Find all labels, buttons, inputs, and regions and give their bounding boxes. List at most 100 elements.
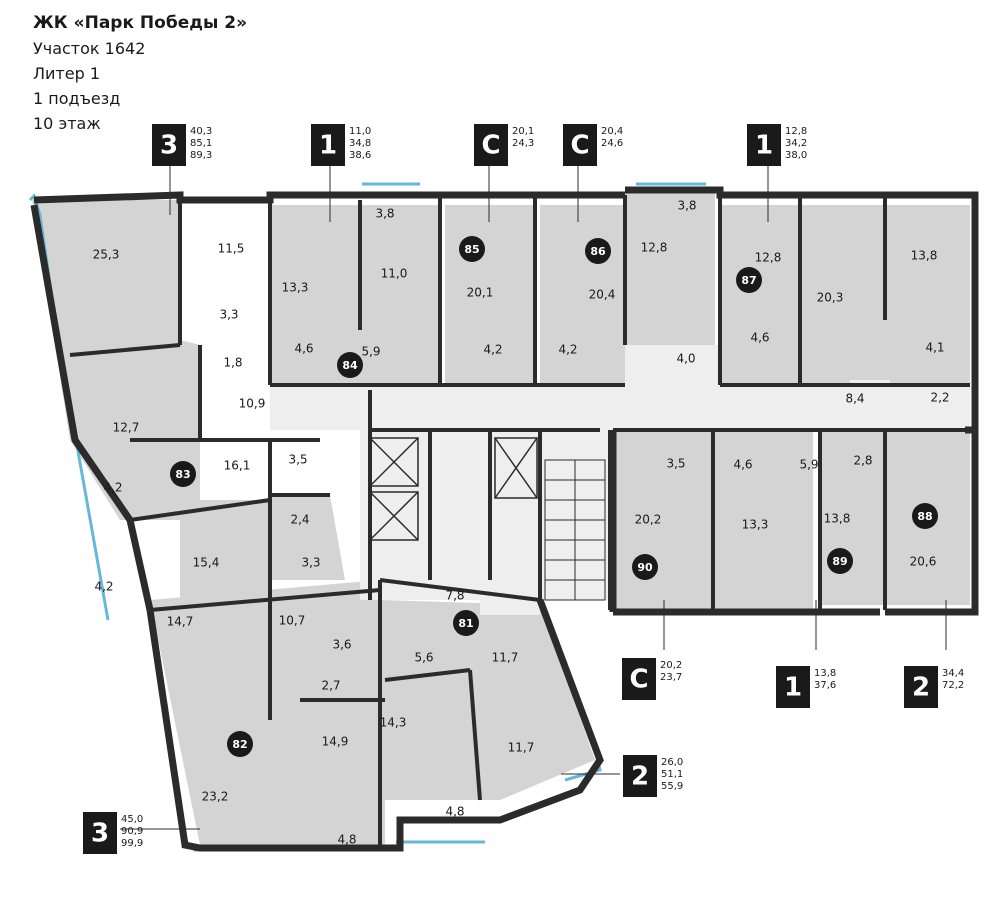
- room-area-label: 3,3: [219, 308, 238, 322]
- apartment-badges: 84 85 86 87 83 90 89 88 81 82: [170, 236, 938, 757]
- type-letter: 3: [91, 819, 109, 849]
- type-badge-box: [776, 666, 810, 708]
- plot-label: Участок 1642: [33, 39, 146, 58]
- room-labels: 25,3 11,5 13,3 3,8 11,0 3,3 4,6 1,8 5,9 20,1 20,4 4…: [93, 199, 950, 847]
- type-letter: 1: [319, 131, 337, 161]
- apartment-badge-83[interactable]: 83: [170, 461, 196, 487]
- room-area-label: 11,0: [381, 267, 408, 281]
- type-badge-box: [747, 124, 781, 166]
- type-badge-box: [623, 755, 657, 797]
- type-letter: 3: [160, 131, 178, 161]
- apartment-badge-circle: [912, 503, 938, 529]
- type-badge-box: [563, 124, 597, 166]
- type-letter: 1: [784, 673, 802, 703]
- room-area-label: 16,1: [224, 459, 251, 473]
- room-area-label: 5,9: [799, 458, 818, 472]
- room-area-label: 4,2: [103, 481, 122, 495]
- common-fills: [270, 345, 970, 615]
- interior-walls: [69, 195, 975, 845]
- apartment-number: 89: [832, 555, 847, 568]
- type-badge-box: [622, 658, 656, 700]
- room-area-label: 20,4: [589, 288, 616, 302]
- apartment-number: 84: [342, 359, 358, 372]
- apartment-badge-89[interactable]: 89: [827, 548, 853, 574]
- apartment-badge-85[interactable]: 85: [459, 236, 485, 262]
- room-area-label: 14,3: [380, 716, 407, 730]
- room-area-label: 3,5: [288, 453, 307, 467]
- apartment-type-marker: 1 13,837,6: [776, 666, 836, 708]
- apartment-number: 85: [464, 243, 479, 256]
- apartment-badge-87[interactable]: 87: [736, 267, 762, 293]
- type-area-value: 11,0: [349, 126, 371, 137]
- room-area-label: 13,3: [742, 518, 769, 532]
- type-area-value: 12,8: [785, 126, 807, 137]
- type-area-value: 38,0: [785, 150, 807, 161]
- room-area-label: 23,2: [202, 790, 229, 804]
- room-area-label: 4,2: [94, 580, 113, 594]
- type-badge-box: [311, 124, 345, 166]
- type-area-value: 34,8: [349, 138, 371, 149]
- apartment-number: 88: [917, 510, 932, 523]
- apartment-number: 82: [232, 738, 247, 751]
- room-area-label: 2,4: [290, 513, 309, 527]
- room-area-label: 15,4: [193, 556, 220, 570]
- apartment-number: 90: [637, 561, 653, 574]
- room-area-label: 3,6: [332, 638, 351, 652]
- apartment-badge-86[interactable]: 86: [585, 238, 611, 264]
- room-area-label: 25,3: [93, 248, 120, 262]
- apartment-badge-82[interactable]: 82: [227, 731, 253, 757]
- apartment-badge-circle: [736, 267, 762, 293]
- type-area-value: 55,9: [661, 781, 683, 792]
- room-area-label: 12,8: [755, 251, 782, 265]
- room-area-label: 10,7: [279, 614, 306, 628]
- room-area-label: 20,3: [817, 291, 844, 305]
- type-leaders: [120, 166, 947, 830]
- room-area-label: 20,1: [467, 286, 494, 300]
- room-area-label: 3,5: [666, 457, 685, 471]
- apartment-badge-circle: [227, 731, 253, 757]
- apartment-badge-81[interactable]: 81: [453, 610, 479, 636]
- type-area-value: 34,4: [942, 668, 964, 679]
- room-area-label: 11,7: [492, 651, 519, 665]
- type-area-value: 85,1: [190, 138, 212, 149]
- type-area-value: 40,3: [190, 126, 212, 137]
- room-area-label: 1,8: [223, 356, 242, 370]
- room-area-label: 7,8: [445, 589, 464, 603]
- room-area-label: 12,8: [641, 241, 668, 255]
- room-area-label: 2,2: [930, 391, 949, 405]
- apartment-number: 86: [590, 245, 606, 258]
- type-area-value: 23,7: [660, 672, 682, 683]
- room-area-label: 5,9: [361, 345, 380, 359]
- room-area-label: 3,8: [375, 207, 394, 221]
- type-badge-box: [904, 666, 938, 708]
- apartment-badge-90[interactable]: 90: [632, 554, 658, 580]
- apartment-badge-84[interactable]: 84: [337, 352, 363, 378]
- type-area-value: 13,8: [814, 668, 836, 679]
- type-badge-box: [152, 124, 186, 166]
- type-area-value: 26,0: [661, 757, 683, 768]
- room-area-label: 4,6: [733, 458, 752, 472]
- room-area-label: 10,9: [239, 397, 266, 411]
- room-area-label: 4,8: [337, 833, 356, 847]
- plan-header: ЖК «Парк Победы 2» Участок 1642 Литер 1 …: [33, 10, 247, 136]
- type-badge-box: [474, 124, 508, 166]
- room-area-label: 4,0: [676, 352, 695, 366]
- room-area-label: 13,3: [282, 281, 309, 295]
- apartment-badge-circle: [453, 610, 479, 636]
- type-letter: С: [481, 131, 500, 161]
- room-area-label: 11,5: [218, 242, 245, 256]
- type-area-value: 72,2: [942, 680, 964, 691]
- type-area-value: 37,6: [814, 680, 836, 691]
- type-area-value: 51,1: [661, 769, 683, 780]
- apartment-badge-88[interactable]: 88: [912, 503, 938, 529]
- room-area-label: 5,6: [414, 651, 433, 665]
- room-area-label: 4,8: [445, 805, 464, 819]
- room-area-label: 8,4: [845, 392, 864, 406]
